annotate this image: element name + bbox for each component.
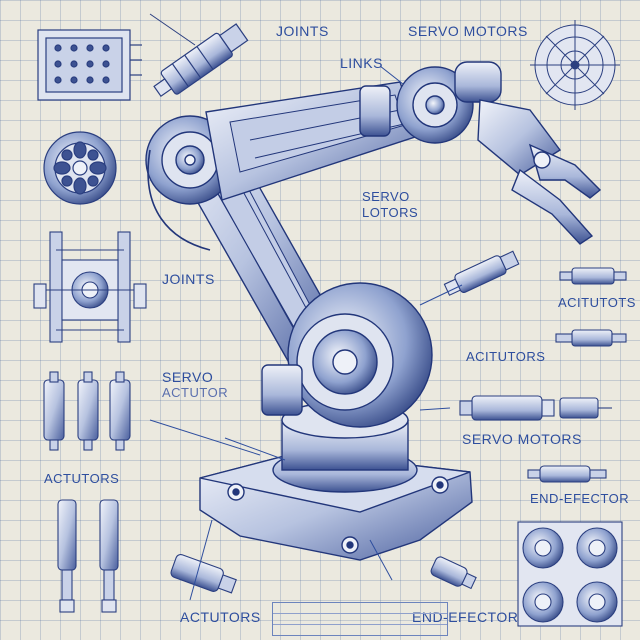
robot-elbow-joint bbox=[145, 115, 235, 205]
label-actutors-bottom: ACTUTORS bbox=[180, 609, 261, 625]
robot-cable bbox=[147, 149, 211, 251]
end-effector-sketch-right bbox=[527, 465, 607, 483]
actuator-sketch-bottom-left bbox=[170, 554, 237, 594]
label-servo-left-line1: SERVO bbox=[162, 369, 214, 385]
actuator-sketch-bottom-right bbox=[430, 556, 477, 590]
leader-lines bbox=[149, 65, 463, 601]
label-links: LINKS bbox=[340, 55, 383, 71]
label-actutors-left: ACTUTORS bbox=[44, 471, 120, 486]
actuator-sketch-right-1 bbox=[559, 267, 627, 285]
robot-upper-link bbox=[205, 81, 419, 201]
label-acitutots: ACITUTOTS bbox=[558, 295, 636, 310]
robot-arm bbox=[145, 61, 602, 561]
title-block bbox=[272, 602, 448, 636]
actuator-pistons-bottom-left bbox=[57, 499, 119, 613]
label-end-efector-right: END-EFECTOR bbox=[530, 491, 630, 506]
label-servo-motors-right: SERVO MOTORS bbox=[462, 431, 582, 447]
label-servo-lotors-line1: SERVO bbox=[362, 189, 410, 204]
gear-disk-sketch bbox=[43, 131, 117, 205]
servo-motor-sketch-right bbox=[459, 395, 612, 421]
robot-base bbox=[199, 401, 473, 561]
label-joints-top: JOINTS bbox=[276, 23, 329, 39]
label-servo-motors-top: SERVO MOTORS bbox=[408, 23, 528, 39]
target-wheel-sketch bbox=[530, 20, 620, 110]
servo-motor-sketch-top bbox=[149, 13, 249, 98]
label-acitutors-mid: ACITUTORS bbox=[466, 349, 546, 364]
control-box-sketch bbox=[37, 29, 142, 101]
frame-assembly-sketch bbox=[33, 231, 147, 343]
actuator-sketch-right-2 bbox=[555, 329, 627, 347]
robot-shoulder-joint bbox=[261, 282, 433, 428]
robot-gripper bbox=[511, 143, 602, 245]
label-servo-left-line2: ACTUTOR bbox=[162, 385, 229, 400]
label-joints-left: JOINTS bbox=[162, 271, 215, 287]
motor-array-sketch bbox=[517, 521, 623, 627]
actuator-cylinders-left bbox=[43, 371, 131, 451]
robot-wrist-joint bbox=[396, 61, 502, 144]
label-servo-lotors-line2: LOTORS bbox=[362, 205, 419, 220]
actuator-sketch-mid bbox=[443, 250, 520, 296]
